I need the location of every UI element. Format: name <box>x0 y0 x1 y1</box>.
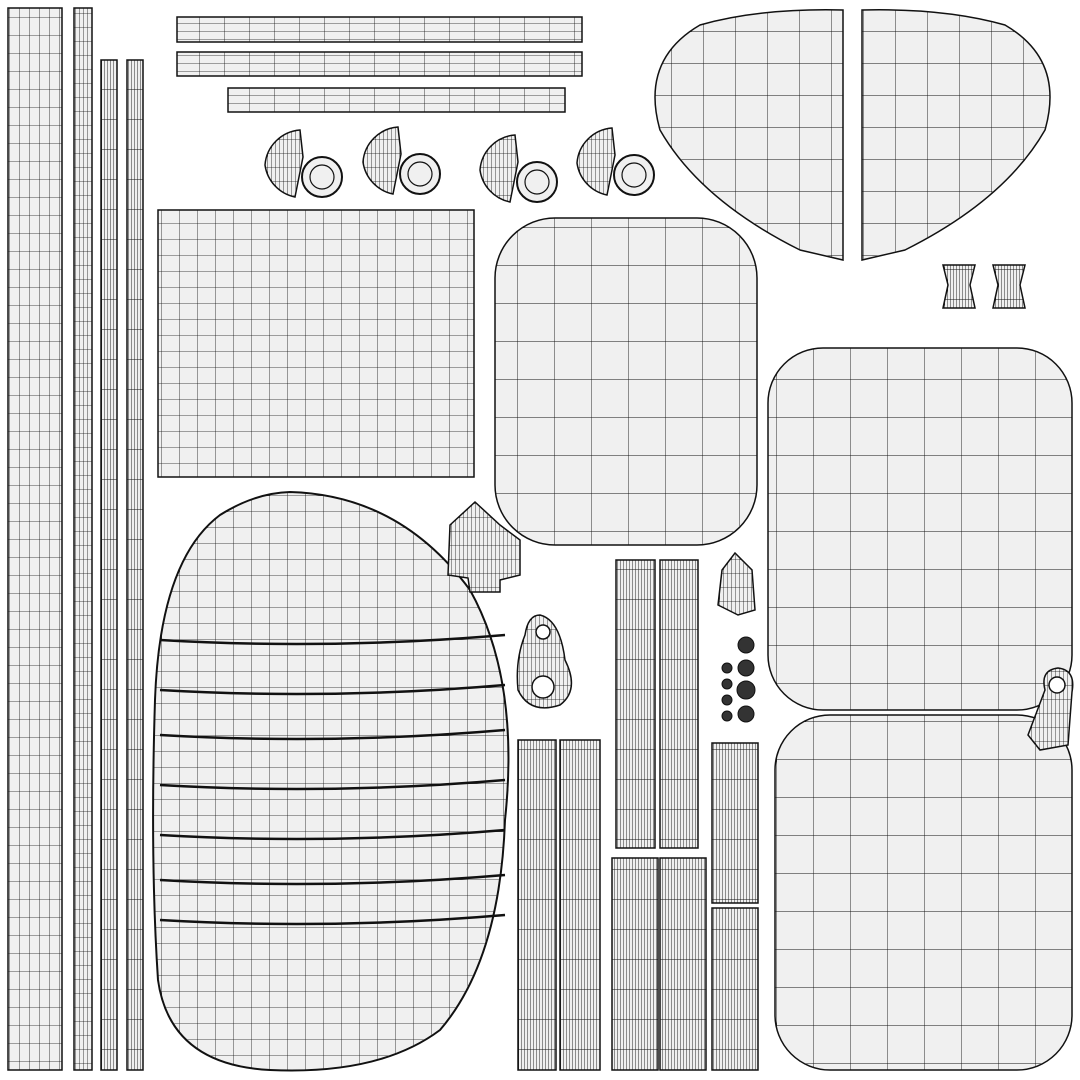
uv-cushion-right-top <box>767 347 1073 711</box>
uv-seat-seam-3 <box>159 728 506 741</box>
uv-small-cap <box>717 551 756 616</box>
uv-fan-piece-1 <box>264 129 304 198</box>
uv-seat-seam-4 <box>159 778 506 791</box>
uv-dot-piece-6 <box>721 694 733 706</box>
uv-seat-seam-7 <box>159 913 506 926</box>
uv-leaf-left <box>654 9 844 261</box>
uv-cushion-right-bottom <box>774 714 1073 1071</box>
uv-hinge-hole-1 <box>535 624 551 640</box>
uv-hinge-hole-2 <box>531 675 555 699</box>
uv-gear-inner-4 <box>621 162 647 188</box>
uv-fan-piece-4 <box>576 127 616 196</box>
uv-small-joint <box>447 500 521 593</box>
uv-strip-center-8 <box>711 907 759 1071</box>
uv-fan-piece-3 <box>479 134 519 203</box>
uv-strip-center-6 <box>659 857 707 1071</box>
uv-strip-center-5 <box>611 857 659 1071</box>
uv-seat-seam-2 <box>159 683 506 696</box>
uv-seat-seam-6 <box>159 873 506 886</box>
uv-gear-piece-2 <box>399 153 441 195</box>
uv-panel-square <box>157 209 475 478</box>
uv-gear-piece-1 <box>301 156 343 198</box>
uv-strip-left-4 <box>126 59 144 1071</box>
uv-gear-piece-4 <box>613 154 655 196</box>
uv-strip-center-7 <box>711 742 759 904</box>
uv-leaf-right <box>861 9 1051 261</box>
uv-gear-inner-1 <box>309 164 335 190</box>
uv-seat-seam-1 <box>159 633 506 646</box>
uv-gear-inner-3 <box>524 169 550 195</box>
uv-dot-piece-8 <box>721 710 733 722</box>
uv-dot-piece-2 <box>721 662 733 674</box>
uv-hinge-piece <box>516 614 573 709</box>
uv-seat-seam-5 <box>159 828 506 841</box>
uv-ring-hole <box>1048 676 1066 694</box>
uv-strip-center-3 <box>615 559 656 849</box>
uv-strip-left-2 <box>73 7 93 1071</box>
uv-seat-blob <box>152 490 510 1072</box>
uv-bracket-right <box>992 264 1026 309</box>
uv-bar-top-2 <box>176 51 583 77</box>
uv-strip-center-2 <box>559 739 601 1071</box>
uv-strip-left-3 <box>100 59 118 1071</box>
uv-bracket-left <box>942 264 976 309</box>
uv-dot-piece-7 <box>737 705 755 723</box>
uv-dot-piece-3 <box>737 659 755 677</box>
uv-strip-left-1 <box>7 7 63 1071</box>
uv-strip-center-1 <box>517 739 557 1071</box>
uv-cushion-middle <box>494 217 758 546</box>
uv-gear-inner-2 <box>407 161 433 187</box>
uv-bar-top-3 <box>227 87 566 113</box>
uv-gear-piece-3 <box>516 161 558 203</box>
uv-fan-piece-2 <box>362 126 402 195</box>
uv-dot-piece-5 <box>736 680 756 700</box>
uv-bar-top-1 <box>176 16 583 43</box>
uv-strip-center-4 <box>659 559 699 849</box>
uv-dot-piece-4 <box>721 678 733 690</box>
uv-dot-piece-1 <box>737 636 755 654</box>
